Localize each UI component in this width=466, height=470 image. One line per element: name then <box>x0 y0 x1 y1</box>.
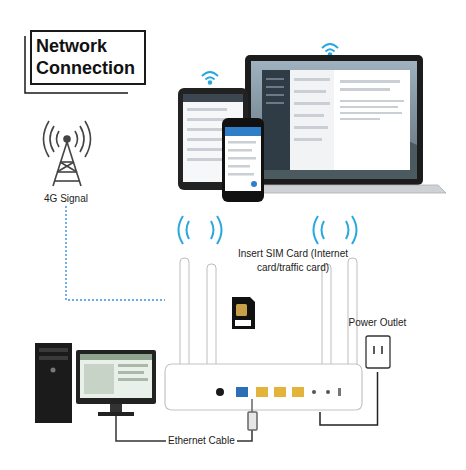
smartphone <box>222 118 264 202</box>
desktop-computer <box>35 343 156 423</box>
router-wifi <box>179 216 357 244</box>
diagram-title: Network Connection <box>30 30 146 85</box>
router-node: Insert SIM Card (Internet card/traffic c… <box>165 242 365 412</box>
cell-tower <box>44 121 91 186</box>
node-label: Power Outlet <box>345 316 410 330</box>
node-label: 4G Signal <box>32 192 100 206</box>
node-label: Insert SIM Card (Internet card/traffic c… <box>225 247 361 275</box>
outlet-node: Power Outlet <box>345 316 410 372</box>
power-outlet <box>366 336 390 368</box>
signal-link <box>66 206 165 300</box>
power-cable <box>320 372 378 425</box>
sim-card <box>232 297 255 329</box>
tower-node: 4G Signal <box>32 118 100 206</box>
cable-label: Ethernet Cable <box>166 435 237 447</box>
router <box>165 258 362 410</box>
